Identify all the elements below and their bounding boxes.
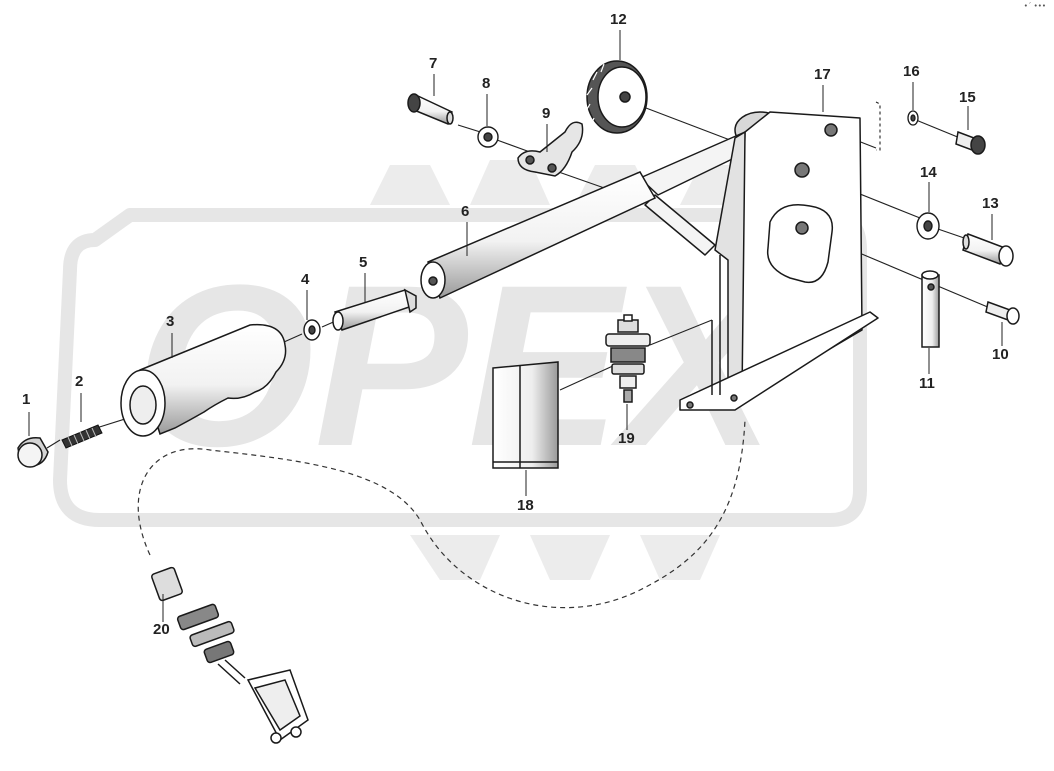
washer-8 bbox=[477, 126, 499, 148]
part-number-18: 18 bbox=[517, 497, 534, 514]
end-cap bbox=[17, 436, 49, 468]
part-number-9: 9 bbox=[542, 105, 551, 122]
assembly-lines bbox=[46, 99, 991, 449]
part-number-5: 5 bbox=[359, 254, 368, 271]
bolt-10 bbox=[985, 300, 1020, 325]
part-number-15: 15 bbox=[959, 89, 976, 106]
part-number-7: 7 bbox=[429, 55, 438, 72]
leader-lines bbox=[28, 30, 1003, 622]
lever-cam bbox=[517, 121, 584, 177]
part-number-3: 3 bbox=[166, 313, 175, 330]
part-number-6: 6 bbox=[461, 203, 470, 220]
part-number-13: 13 bbox=[982, 195, 999, 212]
cable-end-fitting bbox=[151, 566, 309, 744]
part-number-1: 1 bbox=[22, 391, 31, 408]
pedal-bracket bbox=[639, 111, 879, 411]
washer-16 bbox=[907, 110, 919, 126]
spacer-post bbox=[921, 270, 940, 348]
part-number-14: 14 bbox=[920, 164, 937, 181]
corner-mark: •ˊ ••• bbox=[1023, 2, 1046, 10]
spring bbox=[61, 424, 103, 449]
cable-dashed-path bbox=[137, 419, 746, 609]
bolt-15 bbox=[955, 130, 986, 155]
part-number-20: 20 bbox=[153, 621, 170, 638]
clevis-pin-13 bbox=[962, 233, 1014, 267]
part-number-17: 17 bbox=[814, 66, 831, 83]
pedal-pad bbox=[492, 361, 559, 469]
switch-bolt bbox=[605, 314, 651, 403]
clevis-pin-7 bbox=[407, 93, 454, 125]
part-number-4: 4 bbox=[301, 271, 310, 288]
washer-14 bbox=[916, 212, 940, 240]
gear-wheel bbox=[585, 60, 648, 134]
part-number-16: 16 bbox=[903, 63, 920, 80]
pedal-shaft-tube bbox=[420, 171, 657, 300]
part-number-11: 11 bbox=[919, 375, 935, 392]
pedal-rod bbox=[332, 288, 417, 331]
part-number-19: 19 bbox=[618, 430, 635, 447]
handle-grip bbox=[120, 323, 287, 437]
part-number-8: 8 bbox=[482, 75, 491, 92]
spring-wire bbox=[875, 101, 881, 151]
part-number-2: 2 bbox=[75, 373, 84, 390]
part-number-12: 12 bbox=[610, 11, 627, 28]
part-number-10: 10 bbox=[992, 346, 1009, 363]
washer-4 bbox=[303, 319, 321, 341]
